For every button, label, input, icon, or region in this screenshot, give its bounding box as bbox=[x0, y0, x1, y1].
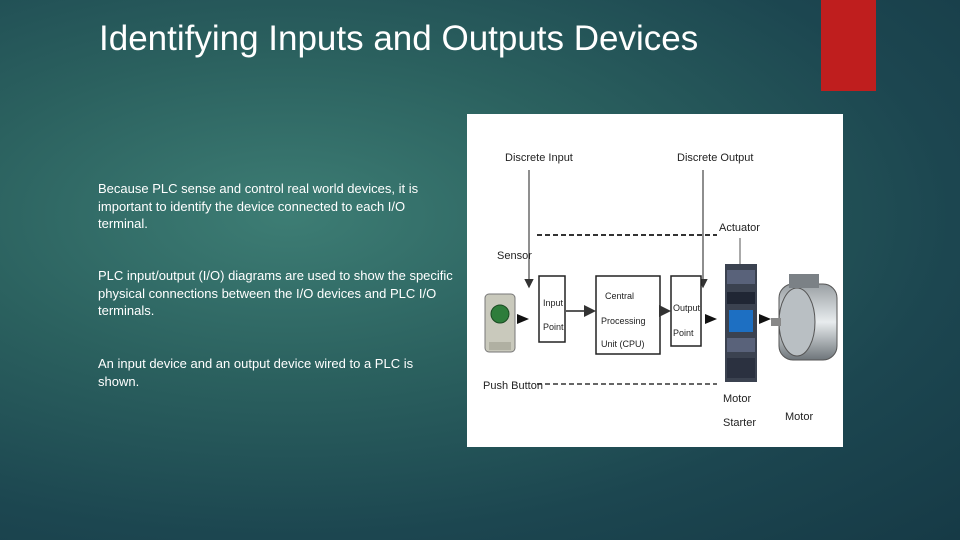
slide-body: Because PLC sense and control real world… bbox=[98, 180, 456, 389]
accent-bar bbox=[821, 0, 876, 91]
sensor-label: Sensor bbox=[497, 250, 532, 262]
motor-starter-line2: Starter bbox=[723, 417, 756, 429]
cpu-line3: Unit (CPU) bbox=[601, 339, 645, 349]
cpu-box bbox=[595, 275, 661, 355]
cpu-line2: Processing bbox=[601, 316, 646, 326]
output-point-box bbox=[670, 275, 702, 347]
motor-starter-image bbox=[725, 264, 757, 382]
paragraph-1: Because PLC sense and control real world… bbox=[98, 181, 419, 231]
motor-image bbox=[771, 274, 838, 361]
cpu-line1: Central bbox=[605, 291, 634, 301]
paragraph-2: PLC input/output (I/O) diagrams are used… bbox=[98, 268, 453, 318]
slide-title: Identifying Inputs and Outputs Devices bbox=[99, 19, 699, 58]
output-to-starter-arrow bbox=[705, 314, 717, 324]
paragraph-3: An input device and an output device wir… bbox=[98, 356, 414, 389]
discrete-output-label: Discrete Output bbox=[677, 152, 753, 164]
plc-io-diagram-svg: Discrete Input Discrete Output Sensor Ac… bbox=[483, 152, 838, 429]
starter-to-motor-arrow bbox=[759, 314, 771, 324]
discrete-input-label: Discrete Input bbox=[505, 152, 573, 164]
output-point-line1: Output bbox=[673, 303, 701, 313]
motor-label: Motor bbox=[785, 411, 813, 423]
output-point-line2: Point bbox=[673, 328, 694, 338]
motor-starter-line1: Motor bbox=[723, 393, 751, 405]
plc-io-diagram: Discrete Input Discrete Output Sensor Ac… bbox=[467, 114, 843, 447]
actuator-label: Actuator bbox=[719, 222, 760, 234]
push-button-label: Push Button bbox=[483, 380, 543, 392]
input-point-line1: Input bbox=[543, 298, 564, 308]
input-point-box bbox=[538, 275, 566, 343]
pushbutton-to-input-arrow bbox=[517, 314, 529, 324]
push-button-image bbox=[484, 293, 516, 353]
input-point-line2: Point bbox=[543, 322, 564, 332]
